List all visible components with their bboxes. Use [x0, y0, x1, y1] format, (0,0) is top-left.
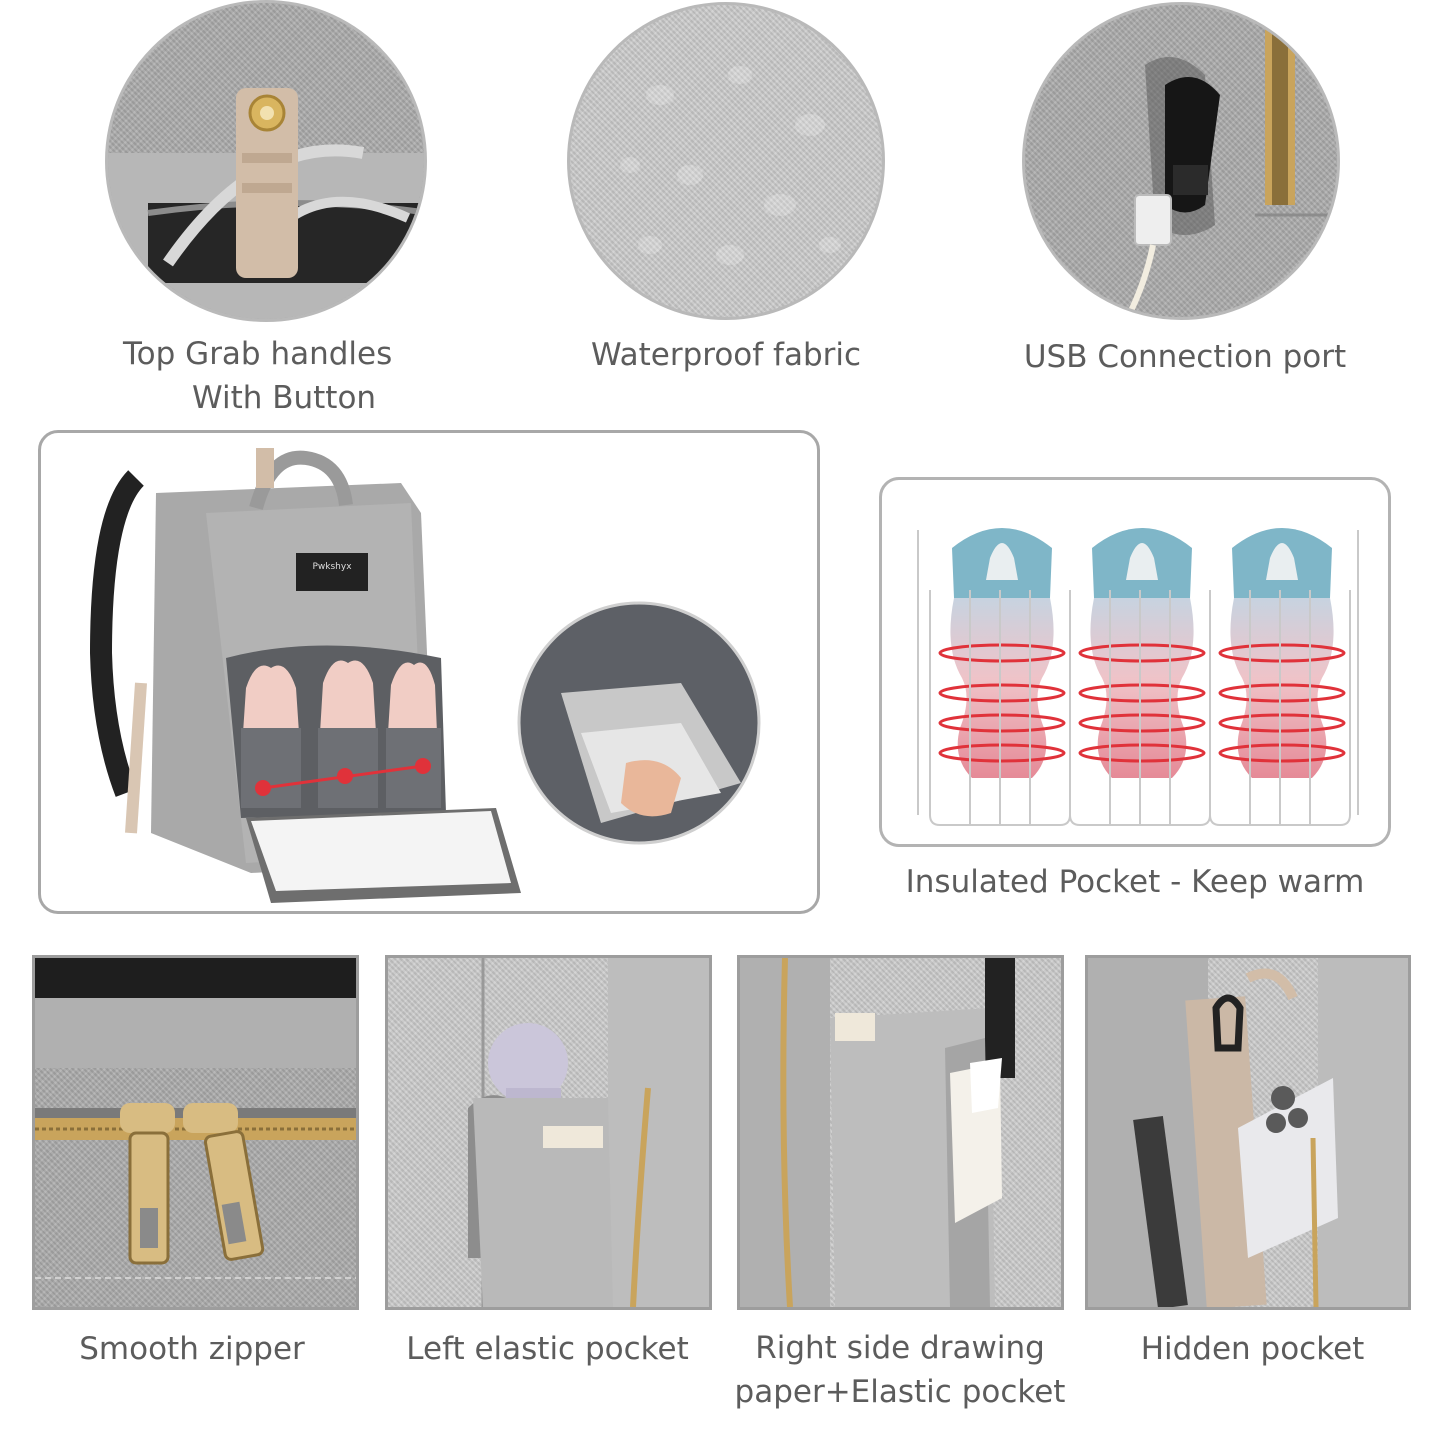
pocket-grid	[917, 530, 1359, 826]
top-handles-caption-line2: With Button	[192, 380, 377, 416]
right-pocket-caption-line2: paper+Elastic pocket	[734, 1374, 1066, 1410]
usb-caption: USB Connection port	[1023, 339, 1347, 375]
waterproof-fabric-image	[567, 2, 885, 320]
bottle-1	[938, 528, 1066, 778]
insulated-caption: Insulated Pocket - Keep warm	[905, 864, 1365, 900]
right-pocket-caption: Right side drawing paper+Elastic pocket	[730, 1326, 1070, 1414]
bottle-3	[1218, 528, 1346, 778]
water-droplets-illustration	[620, 66, 841, 265]
left-pocket-illustration	[468, 958, 709, 1307]
bottle-2	[1078, 528, 1206, 778]
brand-label: Pwkshyx	[312, 562, 352, 572]
zipper-image	[32, 955, 359, 1310]
right-pocket-image	[737, 955, 1064, 1310]
right-pocket-caption-line1: Right side drawing	[755, 1330, 1045, 1366]
handle-illustration	[108, 88, 424, 319]
zipper-caption: Smooth zipper	[79, 1331, 305, 1367]
top-handles-caption-line1: Top Grab handles	[123, 336, 393, 372]
usb-illustration	[1124, 5, 1337, 317]
backpack-illustration: Pwkshyx	[89, 448, 761, 903]
zipper-pull-2	[183, 1103, 265, 1261]
usb-port-image	[1022, 2, 1340, 320]
right-pocket-illustration	[740, 958, 1015, 1307]
left-pocket-caption: Left elastic pocket	[406, 1331, 689, 1367]
hidden-pocket-illustration	[1088, 958, 1408, 1307]
zipper-pull-1	[120, 1103, 175, 1265]
backpack-front-panel: Pwkshyx	[38, 430, 820, 914]
hidden-pocket-image	[1085, 955, 1411, 1310]
hidden-pocket-caption: Hidden pocket	[1140, 1331, 1365, 1367]
zipper-illustration	[35, 958, 356, 1279]
left-pocket-image	[385, 955, 712, 1310]
insulated-pocket-panel	[879, 477, 1391, 847]
insulated-bottles-illustration	[917, 528, 1359, 826]
top-handles-caption: Top Grab handles With Button	[108, 332, 408, 420]
top-handle-image	[105, 0, 427, 322]
waterproof-caption: Waterproof fabric	[590, 337, 862, 373]
